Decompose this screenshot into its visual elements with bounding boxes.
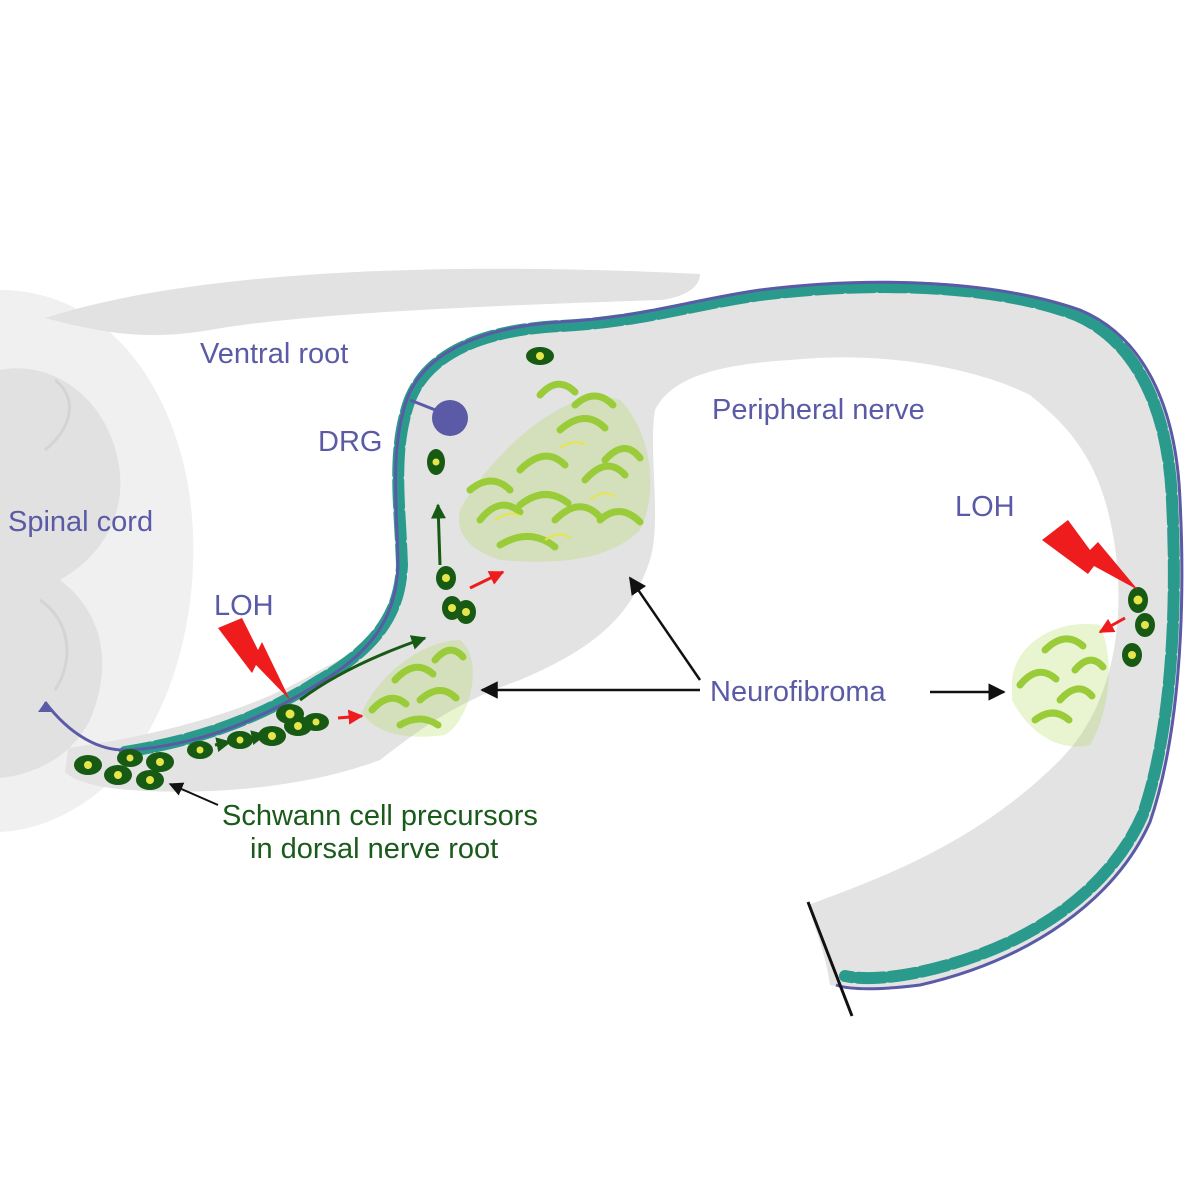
scp-arrow	[168, 782, 219, 806]
spinal-cord-grey-matter	[0, 368, 121, 778]
lightning-bolt-icon	[218, 618, 290, 700]
ventral-root	[45, 268, 700, 336]
axon-start-hook	[38, 702, 54, 712]
spinal-cord-inner-fold	[39, 378, 71, 691]
neurofibroma-label: Neurofibroma	[710, 676, 886, 708]
transformation-arrows	[337, 570, 1126, 725]
loh-label-right: LOH	[955, 491, 1015, 523]
spinal-cord-label: Spinal cord	[8, 506, 154, 538]
schwann-precursor-label: Schwann cell precursors in dorsal nerve …	[222, 800, 538, 867]
red-arrow	[469, 570, 505, 590]
green-arrow	[250, 730, 267, 746]
nerve-body	[65, 281, 1182, 989]
axon-line	[43, 280, 1184, 991]
schwann-cell-precursors	[74, 347, 1155, 790]
neurofibroma-root	[362, 640, 473, 737]
neurofibroma-drg	[459, 380, 651, 562]
nerve-cut-line	[806, 901, 854, 1017]
red-arrow	[337, 709, 364, 725]
ventral-root-label: Ventral root	[200, 338, 349, 370]
drg-neuron-soma	[432, 400, 468, 436]
red-arrow	[1098, 616, 1126, 634]
neurofibroma-peripheral	[1012, 623, 1109, 747]
schwann-sheath	[119, 281, 1180, 985]
schwann-precursor-label-line1: Schwann cell precursors	[222, 800, 538, 832]
peripheral-nerve-label: Peripheral nerve	[712, 394, 925, 426]
green-arrow	[214, 737, 232, 753]
schwann-precursor-label-line2: in dorsal nerve root	[250, 833, 499, 866]
drg-label: DRG	[318, 426, 383, 458]
green-arrow	[299, 635, 427, 702]
green-arrow	[430, 503, 446, 566]
loh-label-left: LOH	[214, 590, 274, 622]
lightning-bolt-icon	[1042, 520, 1138, 590]
neurofibroma-arrow-drg	[628, 576, 702, 681]
migration-arrows	[214, 503, 446, 753]
